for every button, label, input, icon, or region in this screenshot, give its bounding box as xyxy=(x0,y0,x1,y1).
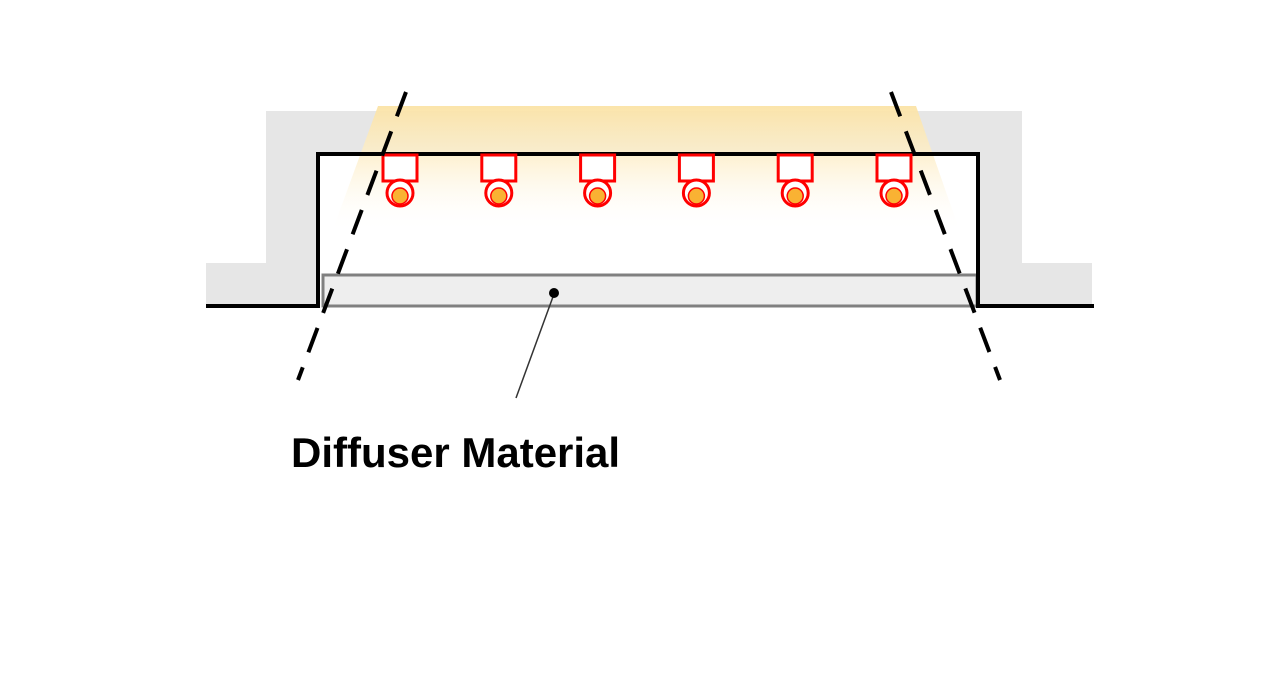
led-fixture xyxy=(579,153,617,208)
led-core xyxy=(391,187,409,205)
beam-line-left xyxy=(296,91,408,381)
led-body xyxy=(579,153,617,183)
led-fixture xyxy=(875,153,913,208)
led-fixture xyxy=(776,153,814,208)
led-core xyxy=(490,187,508,205)
leader-line xyxy=(515,293,555,399)
led-fixture xyxy=(381,153,419,208)
led-fixture xyxy=(480,153,518,208)
leader-dot xyxy=(549,288,559,298)
diffuser-material-label: Diffuser Material xyxy=(291,429,621,476)
light-glow xyxy=(332,106,960,232)
led-core xyxy=(687,187,706,205)
led-core xyxy=(588,187,607,205)
led-body xyxy=(677,153,715,183)
beam-line-right xyxy=(889,91,1002,381)
led-fixture xyxy=(677,153,715,208)
led-body xyxy=(776,153,814,183)
led-body xyxy=(875,153,913,183)
recess-outline xyxy=(206,152,1094,308)
led-core xyxy=(885,187,903,205)
diffuser-panel xyxy=(321,273,979,308)
led-row xyxy=(381,153,913,208)
led-body xyxy=(480,153,518,183)
led-core xyxy=(786,187,804,205)
led-body xyxy=(381,153,419,183)
